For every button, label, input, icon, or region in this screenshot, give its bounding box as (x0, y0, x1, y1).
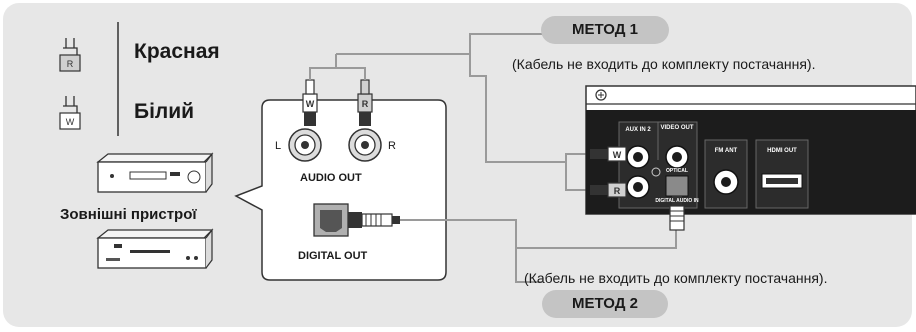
audio-out-label: AUDIO OUT (300, 172, 362, 184)
cable-plug-red: R (357, 79, 373, 126)
method1-note: (Кабель не входить до комплекту постачан… (512, 56, 816, 72)
svg-text:VIDEO OUT: VIDEO OUT (660, 125, 693, 131)
method1-cable-lower (469, 54, 590, 191)
digital-out-label: DIGITAL OUT (298, 250, 368, 262)
svg-text:W: W (306, 99, 315, 109)
svg-text:FM ANT: FM ANT (715, 148, 738, 154)
svg-text:R: R (614, 186, 621, 196)
white-plug-icon: W (59, 96, 81, 130)
svg-text:R: R (67, 59, 74, 69)
audio-out-left-jack (288, 128, 322, 162)
method1-cable-upper (309, 33, 545, 80)
method1-badge: МЕТОД 1 (541, 16, 669, 44)
unit-optical-plug (669, 196, 685, 231)
external-device-recorder-icon (96, 228, 214, 269)
svg-text:DIGITAL AUDIO IN: DIGITAL AUDIO IN (655, 198, 699, 204)
unit-plug-red: R (590, 182, 627, 198)
optical-plug-device (348, 212, 400, 228)
main-unit-rear (585, 85, 916, 215)
audio-out-right-jack (348, 128, 382, 162)
svg-text:W: W (66, 117, 75, 127)
unit-plug-white: W (590, 146, 627, 162)
audio-out-right-label: R (388, 140, 396, 152)
external-devices-label: Зовнішні пристрої (60, 206, 197, 223)
method2-note: (Кабель не входить до комплекту постачан… (524, 270, 828, 286)
svg-text:W: W (613, 150, 622, 160)
digital-out-port (313, 203, 349, 237)
svg-text:AUX IN 2: AUX IN 2 (625, 127, 651, 133)
legend-white-label: Білий (134, 100, 195, 123)
legend-red-label: Красная (134, 40, 220, 63)
red-plug-icon: R (59, 38, 81, 72)
svg-text:OPTICAL: OPTICAL (666, 168, 688, 174)
svg-text:R: R (362, 99, 369, 109)
cable-plug-white: W (302, 79, 318, 126)
method2-badge: МЕТОД 2 (542, 290, 668, 318)
external-device-player-icon (96, 152, 214, 193)
audio-out-left-label: L (275, 140, 282, 152)
svg-text:HDMI OUT: HDMI OUT (767, 148, 797, 154)
